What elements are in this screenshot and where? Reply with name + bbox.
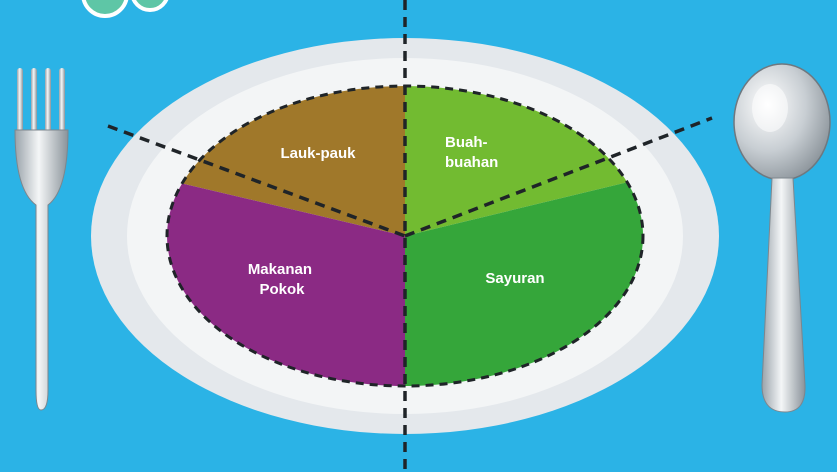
spoon-icon [734,64,830,412]
label-sayuran: Sayuran [485,270,544,287]
logo-icon [83,0,168,16]
fork-icon [15,68,68,410]
label-lauk-pauk: Lauk-pauk [280,145,356,162]
